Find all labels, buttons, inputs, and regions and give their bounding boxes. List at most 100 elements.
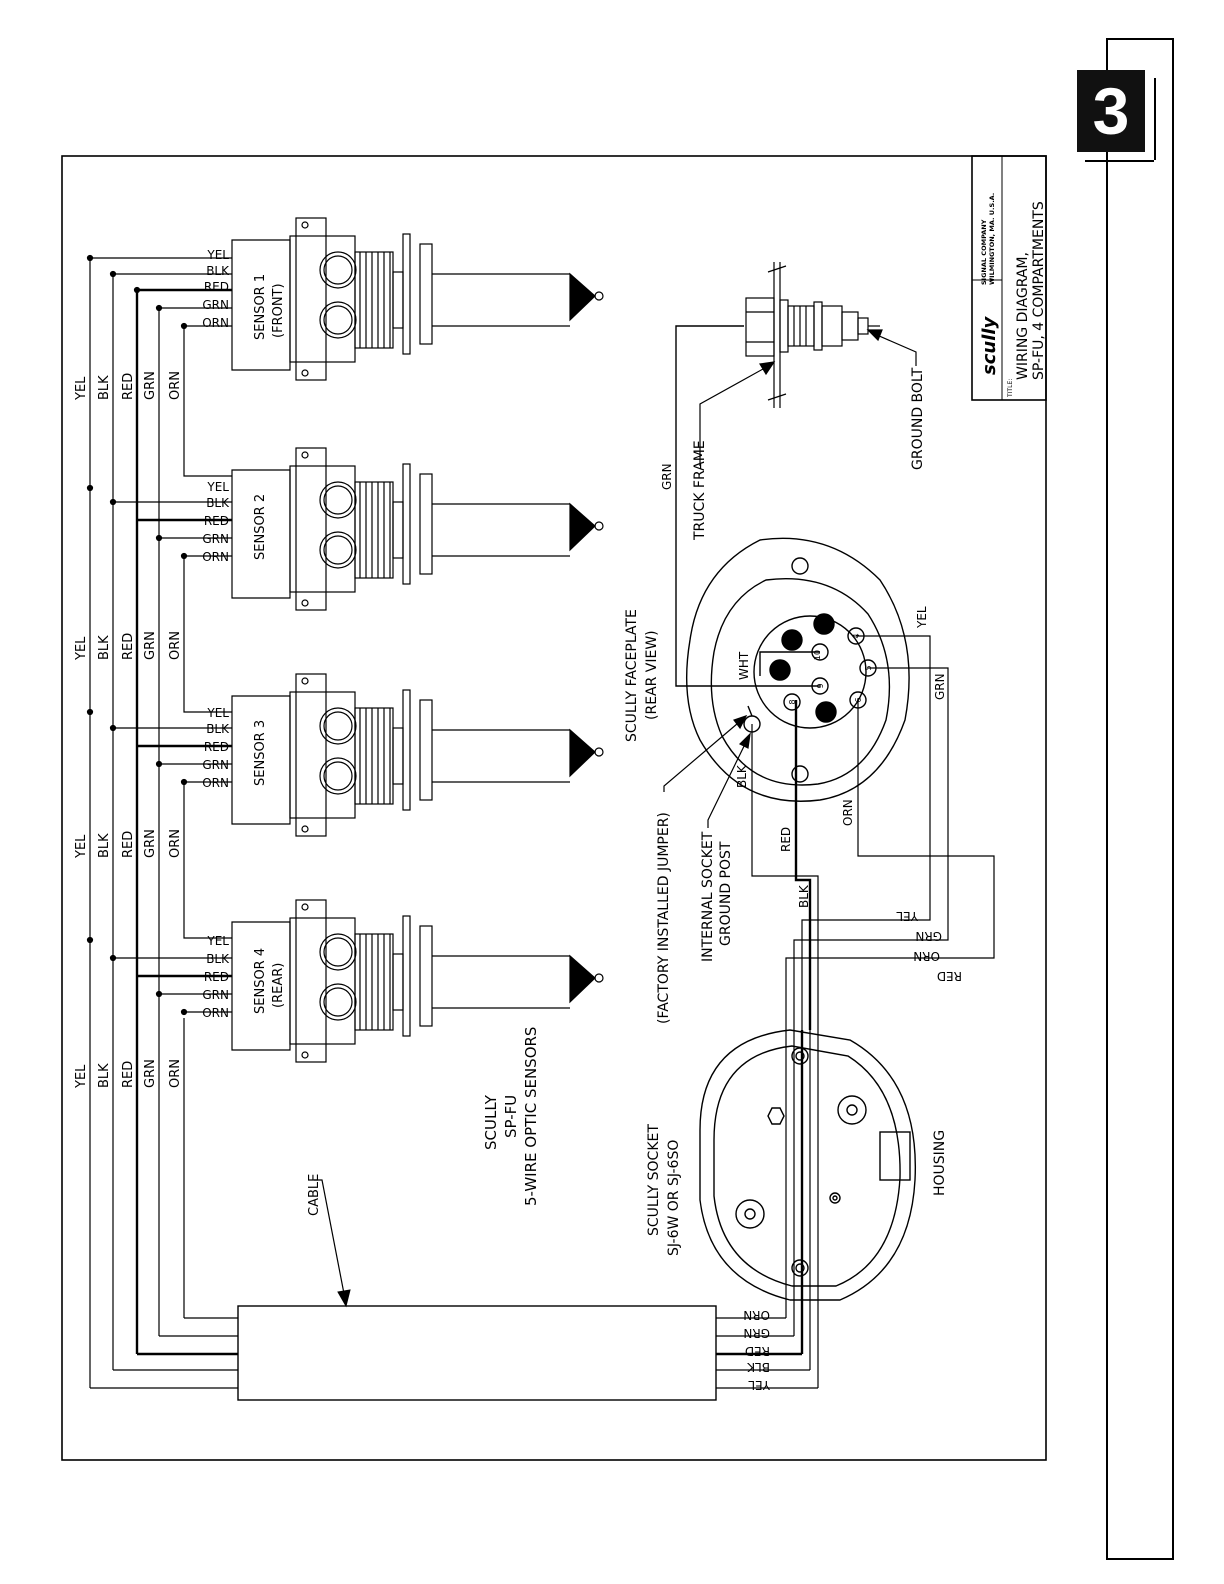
wire-blk-label: BLK bbox=[206, 496, 230, 510]
drawing-border bbox=[61, 155, 1047, 1461]
socket-labels: SCULLY SOCKET SJ-6W OR SJ-6SO HOUSING bbox=[646, 1124, 948, 1256]
faceplate-labels: SCULLY FACEPLATE (REAR VIEW) bbox=[624, 609, 660, 742]
title-line-2: SP-FU, 4 COMPARTMENTS bbox=[1031, 201, 1047, 380]
svg-text:SCULLY FACEPLATE: SCULLY FACEPLATE bbox=[624, 609, 640, 742]
wire-blk-label: BLK bbox=[206, 264, 230, 278]
wire-orn-label: ORN bbox=[202, 316, 229, 330]
scully-faceplate bbox=[675, 325, 910, 802]
bus-labels: YEL BLK RED GRN ORN YEL BLK RED GRN ORN … bbox=[74, 371, 183, 1089]
svg-text:RED: RED bbox=[779, 827, 793, 852]
label-orn: ORN bbox=[168, 371, 183, 400]
company-line-1: SIGNAL COMPANY bbox=[980, 219, 988, 285]
badge-shadow bbox=[1085, 152, 1154, 162]
svg-text:RED: RED bbox=[745, 1344, 770, 1358]
svg-text:BLK: BLK bbox=[746, 1360, 770, 1374]
truck-frame bbox=[699, 262, 917, 466]
wire-blk-label: BLK bbox=[206, 722, 230, 736]
label-red: RED bbox=[121, 633, 136, 660]
wire-yel-label: YEL bbox=[206, 934, 229, 948]
svg-text:8: 8 bbox=[788, 699, 797, 704]
leader-lines bbox=[663, 714, 751, 828]
cable bbox=[90, 1179, 818, 1401]
svg-text:YEL: YEL bbox=[915, 606, 929, 629]
svg-text:GROUND POST: GROUND POST bbox=[718, 841, 734, 946]
sensor-sub: (REAR) bbox=[271, 963, 286, 1008]
company-line-2: WILMINGTON, MA. U.S.A. bbox=[988, 193, 996, 285]
label-orn: ORN bbox=[168, 829, 183, 858]
svg-text:RED: RED bbox=[937, 969, 962, 983]
label-yel: YEL bbox=[74, 636, 89, 661]
svg-text:SP-FU: SP-FU bbox=[502, 1095, 520, 1138]
svg-text:BLK: BLK bbox=[735, 764, 749, 788]
socket-faceplate-wires bbox=[751, 635, 995, 1030]
svg-text:10: 10 bbox=[813, 650, 822, 660]
svg-text:5: 5 bbox=[864, 665, 873, 670]
wire-red-label: RED bbox=[204, 740, 229, 754]
wire-grn-label: GRN bbox=[202, 988, 229, 1002]
svg-text:YEL: YEL bbox=[748, 1378, 771, 1392]
sensor-description: SCULLY SP-FU 5-WIRE OPTIC SENSORS bbox=[482, 1027, 540, 1206]
wht-label: WHT bbox=[737, 651, 751, 680]
label-blk: BLK bbox=[97, 635, 112, 660]
label-grn: GRN bbox=[143, 829, 158, 858]
svg-text:ORN: ORN bbox=[913, 949, 940, 963]
label-grn: GRN bbox=[143, 631, 158, 660]
svg-text:(REAR VIEW): (REAR VIEW) bbox=[644, 630, 660, 720]
wire-yel-label: YEL bbox=[206, 248, 229, 262]
faceplate-pin-labels: 10 9 8 6 5 4 bbox=[788, 633, 873, 704]
label-orn: ORN bbox=[168, 631, 183, 660]
svg-text:GRN: GRN bbox=[915, 929, 942, 943]
scully-socket-housing bbox=[699, 1029, 917, 1388]
label-red: RED bbox=[121, 1061, 136, 1088]
wire-grn-label: GRN bbox=[202, 758, 229, 772]
sensor-name: SENSOR 4 bbox=[253, 948, 268, 1014]
wire-red-label: RED bbox=[204, 970, 229, 984]
truck-labels: TRUCK FRAME GROUND BOLT bbox=[692, 367, 926, 541]
label-blk: BLK bbox=[97, 1063, 112, 1088]
svg-text:SCULLY SOCKET: SCULLY SOCKET bbox=[646, 1124, 662, 1236]
svg-text:(FACTORY INSTALLED JUMPER): (FACTORY INSTALLED JUMPER) bbox=[656, 812, 672, 1024]
svg-text:ORN: ORN bbox=[841, 799, 855, 826]
svg-text:5-WIRE OPTIC SENSORS: 5-WIRE OPTIC SENSORS bbox=[522, 1027, 540, 1206]
label-orn: ORN bbox=[168, 1059, 183, 1088]
section-number-badge: 3 bbox=[1077, 70, 1145, 152]
label-blk: BLK bbox=[97, 375, 112, 400]
sensor-sub: (FRONT) bbox=[271, 283, 286, 338]
svg-text:YEL: YEL bbox=[896, 909, 919, 923]
title-label: TITLE: bbox=[1007, 379, 1014, 398]
sensor-2: YEL BLK RED GRN ORN SENSOR 2 bbox=[86, 447, 604, 713]
label-red: RED bbox=[121, 373, 136, 400]
title-line-1: WIRING DIAGRAM, bbox=[1015, 252, 1031, 380]
title-block: scully SIGNAL COMPANY WILMINGTON, MA. U.… bbox=[971, 155, 1047, 401]
wire-yel-label: YEL bbox=[206, 706, 229, 720]
svg-text:INTERNAL SOCKET: INTERNAL SOCKET bbox=[700, 831, 716, 962]
side-rule bbox=[1106, 38, 1174, 1560]
socket-wire-labels: RED ORN GRN YEL BLK RED ORN BLK GRN YEL bbox=[735, 606, 962, 983]
sensor-3: YEL BLK RED GRN ORN SENSOR 3 bbox=[86, 673, 604, 939]
svg-text:6: 6 bbox=[854, 697, 863, 702]
label-yel: YEL bbox=[74, 834, 89, 859]
svg-text:9: 9 bbox=[816, 683, 825, 688]
svg-text:HOUSING: HOUSING bbox=[932, 1130, 948, 1196]
wire-yel-label: YEL bbox=[206, 480, 229, 494]
svg-text:GRN: GRN bbox=[743, 1326, 770, 1340]
ground-wire-label: GRN bbox=[660, 463, 674, 490]
svg-text:TRUCK FRAME: TRUCK FRAME bbox=[692, 440, 708, 541]
wire-grn-label: GRN bbox=[202, 532, 229, 546]
brand-logo: scully bbox=[979, 315, 1000, 375]
wire-orn-label: ORN bbox=[202, 776, 229, 790]
sensor-name: SENSOR 2 bbox=[253, 494, 268, 560]
label-red: RED bbox=[121, 831, 136, 858]
svg-text:SJ-6W OR SJ-6SO: SJ-6W OR SJ-6SO bbox=[666, 1140, 682, 1256]
label-grn: GRN bbox=[143, 371, 158, 400]
wire-grn-label: GRN bbox=[202, 298, 229, 312]
wire-orn-label: ORN bbox=[202, 1006, 229, 1020]
label-grn: GRN bbox=[143, 1059, 158, 1088]
cable-label: CABLE bbox=[307, 1174, 322, 1216]
badge-shadow bbox=[1145, 78, 1156, 160]
svg-text:4: 4 bbox=[852, 633, 861, 638]
svg-text:SCULLY: SCULLY bbox=[482, 1094, 500, 1150]
svg-text:ORN: ORN bbox=[743, 1308, 770, 1322]
sensor-4: YEL BLK RED GRN ORN SENSOR 4 (REAR) bbox=[86, 899, 604, 1063]
